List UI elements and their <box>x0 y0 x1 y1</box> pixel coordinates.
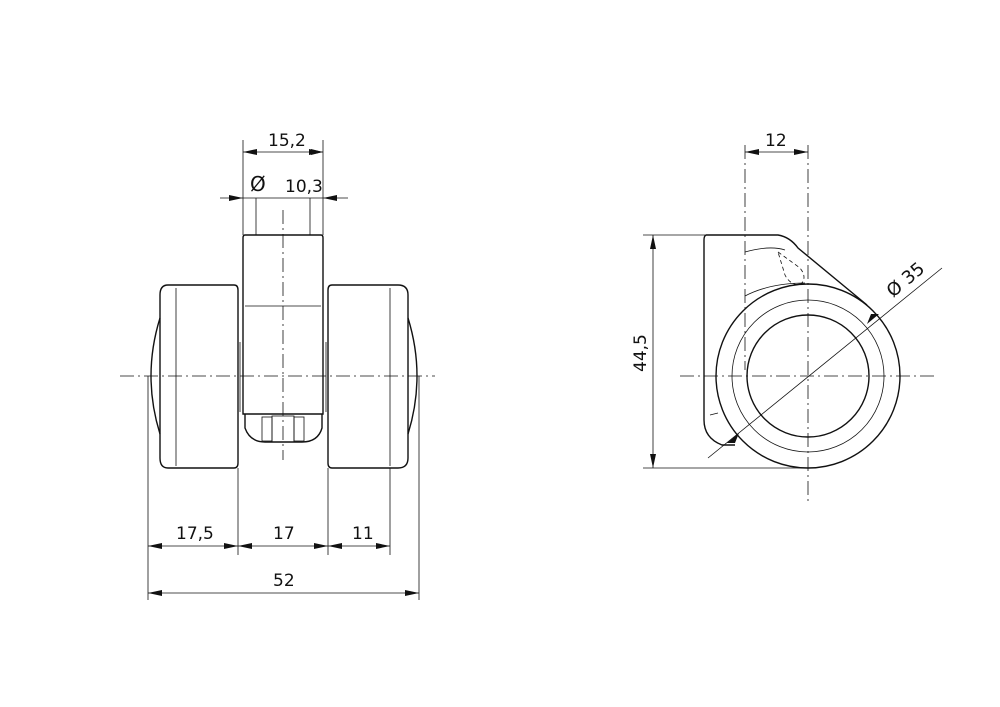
dim-left-offset: 17,5 <box>176 524 214 544</box>
front-view: 15,2 Ø 10,3 17,5 17 11 52 <box>120 131 435 600</box>
left-wheel <box>150 284 241 469</box>
dim-height: 44,5 <box>631 334 651 372</box>
dim-top-width: 15,2 <box>268 131 306 151</box>
right-wheel <box>325 284 418 469</box>
bracket <box>703 234 868 446</box>
dim-stem-diameter: 10,3 <box>285 177 323 197</box>
dim-offset: 12 <box>765 131 787 151</box>
dim-wheel-diameter: Ø 35 <box>883 258 929 302</box>
dim-overall-width: 52 <box>273 571 295 591</box>
hub <box>242 234 324 443</box>
dim-center-width: 17 <box>273 524 295 544</box>
side-view: Ø 35 12 44,5 <box>631 131 943 505</box>
diameter-symbol: Ø <box>250 172 266 196</box>
dim-right-width: 11 <box>352 524 374 544</box>
